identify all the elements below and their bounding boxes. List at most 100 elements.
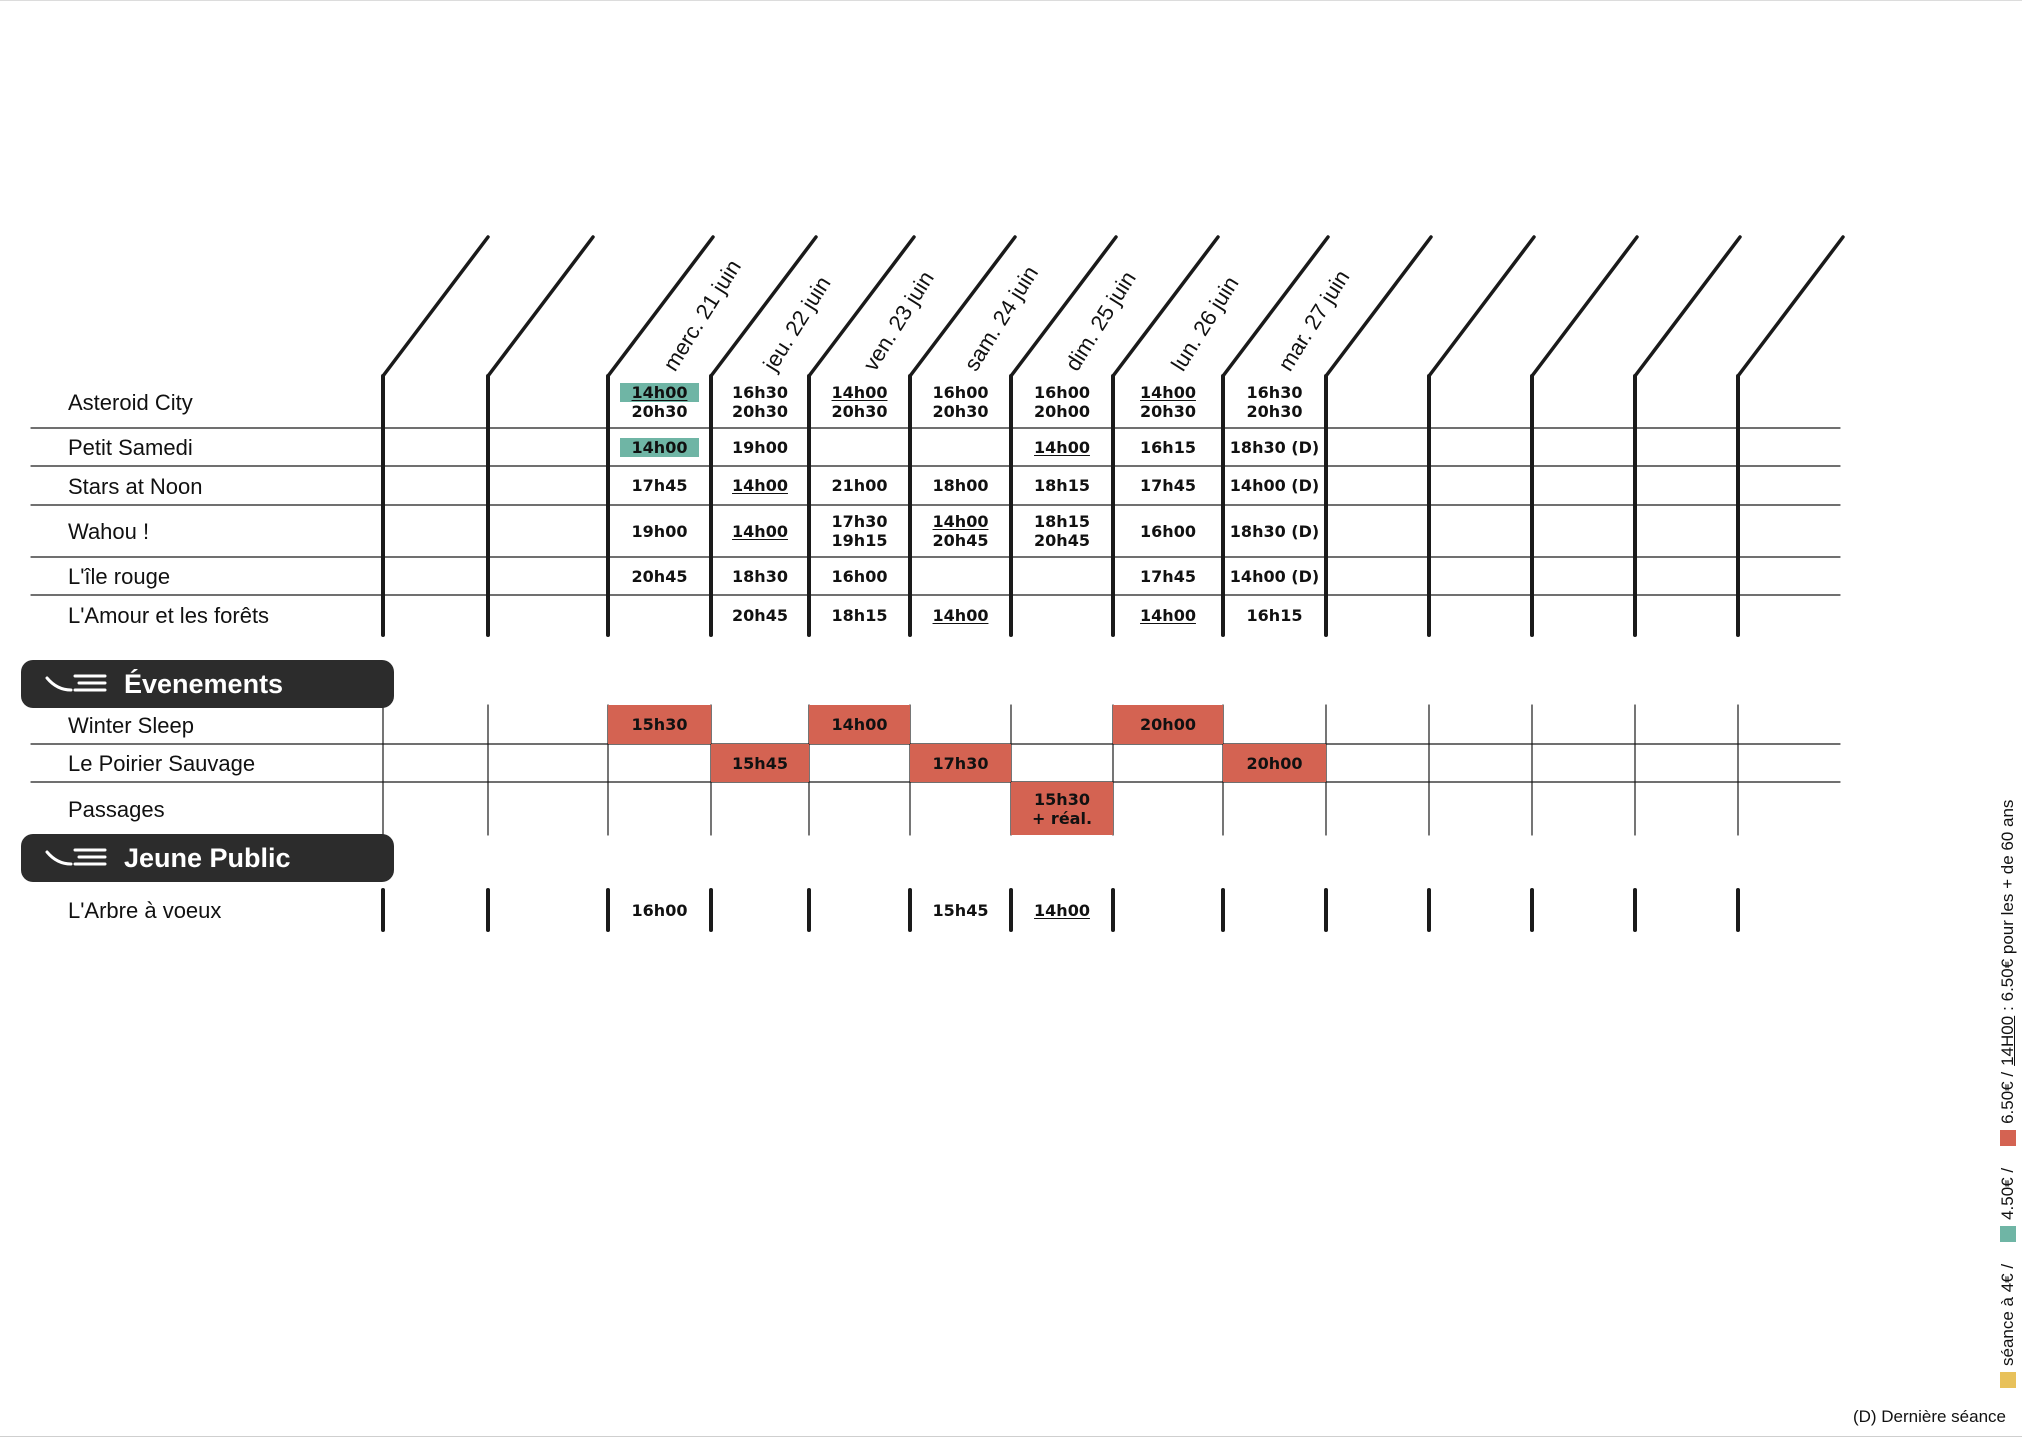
legend-yellow-label: séance à 4€ / (1998, 1263, 2017, 1366)
session-cell: 14h00 (1013, 890, 1111, 930)
session-time: 19h00 (732, 437, 788, 457)
session-time: 19h15 (831, 531, 888, 550)
film-title: L'île rouge (68, 564, 171, 589)
film-title: Le Poirier Sauvage (68, 751, 256, 776)
legend-underline-sample: 14H00 (1998, 1015, 2017, 1066)
section-header-evenements: Évenements (21, 660, 394, 708)
header-slant-line (908, 235, 1017, 378)
film-title: L'Arbre à voeux (68, 898, 222, 923)
session-cell: 18h15 (811, 595, 908, 635)
session-time: 16h00 (932, 383, 989, 402)
session-time: + réal. (1031, 808, 1093, 828)
session-time: 20h45 (732, 605, 788, 625)
session-time: 14h00 (831, 383, 888, 402)
session-time: 15h30 (1034, 789, 1090, 809)
session-cell: 17h45 (1115, 466, 1221, 505)
bottom-rule (0, 1436, 2022, 1437)
header-slant-line (381, 235, 490, 378)
session-cell: 14h00 (912, 595, 1009, 635)
event-session-cell: 20h00 (1223, 744, 1326, 782)
session-cell: 16h00 (811, 557, 908, 595)
header-slant-line (1633, 235, 1742, 378)
film-title: Stars at Noon (68, 473, 203, 499)
session-time: 20h45 (631, 566, 688, 586)
film-title: Wahou ! (68, 519, 150, 544)
session-time: 18h15 (1034, 512, 1090, 531)
session-cell: 18h00 (912, 466, 1009, 505)
session-time: 20h30 (1246, 402, 1303, 421)
session-time: 17h45 (631, 476, 688, 495)
session-cell: 14h00 (610, 428, 709, 466)
session-cell: 20h45 (610, 557, 709, 595)
session-time: 14h00 (D) (1229, 566, 1320, 586)
session-cell: 14h00 (1013, 428, 1111, 466)
session-time: 21h00 (831, 476, 888, 495)
session-cell: 21h00 (811, 466, 908, 505)
session-time: 16h30 (1246, 383, 1303, 402)
teal-swatch (2000, 1225, 2016, 1242)
session-cell: 16h15 (1225, 595, 1324, 635)
session-time: 14h00 (932, 512, 989, 531)
film-title: Asteroid City (68, 390, 193, 415)
header-slant-line (1324, 235, 1433, 378)
event-session-cell: 20h00 (1113, 705, 1223, 744)
event-session-cell: 17h30 (910, 744, 1011, 782)
header-slant-line (1530, 235, 1639, 378)
session-time: 20h30 (1140, 402, 1196, 421)
session-time: 20h30 (932, 402, 989, 421)
session-cell: 14h00 (713, 505, 807, 557)
session-time: 14h00 (619, 437, 700, 457)
section-title: Jeune Public (124, 842, 291, 873)
legend-teal-label: 4.50€ / (1998, 1167, 2017, 1220)
price-legend: séance à 4€ / 4.50€ / 6.50€ / 14H00 : 6.… (1998, 800, 2018, 1388)
session-cell: 14h00 (D) (1225, 466, 1324, 505)
session-cell: 20h45 (713, 595, 807, 635)
header-slant-line (709, 235, 818, 378)
session-time: 14h00 (732, 476, 788, 495)
session-time: 17h30 (932, 753, 989, 773)
session-cell: 17h45 (610, 466, 709, 505)
session-cell: 16h00 (610, 890, 709, 930)
session-time: 16h00 (1034, 383, 1090, 402)
header-slant-line (1427, 235, 1536, 378)
film-title: Winter Sleep (68, 712, 194, 738)
film-title: L'Amour et les forêts (68, 603, 270, 628)
session-time: 14h00 (619, 383, 700, 402)
session-cell: 14h00 (1115, 595, 1221, 635)
session-time: 17h45 (1140, 476, 1196, 495)
film-title: Passages (68, 796, 165, 822)
film-strip-icon (45, 674, 107, 692)
header-slant-line (807, 235, 916, 378)
session-time: 16h00 (1140, 521, 1196, 541)
header-slant-line (606, 235, 715, 378)
film-title: Petit Samedi (68, 435, 193, 460)
header-slant-line (1221, 235, 1330, 378)
session-cell: 18h15 (1013, 466, 1111, 505)
session-cell: 16h00 (1115, 505, 1221, 557)
footnote: (D) Dernière séance (1852, 1407, 2006, 1426)
legend-underline-label: : 6.50€ pour les + de 60 ans (1998, 799, 2017, 1011)
session-time: 18h15 (831, 605, 888, 625)
session-time: 14h00 (1140, 383, 1196, 402)
red-swatch (2000, 1129, 2016, 1146)
session-time: 15h30 (631, 715, 688, 734)
session-time: 20h30 (732, 402, 788, 421)
session-time: 20h30 (631, 402, 688, 421)
session-time: 18h30 (732, 566, 788, 586)
header-slant-line (1009, 235, 1118, 378)
session-cell: 18h30 (713, 557, 807, 595)
session-time: 18h15 (1034, 476, 1090, 495)
session-cell: 14h00 (D) (1225, 557, 1324, 595)
session-cell: 18h30 (D) (1225, 428, 1324, 466)
session-time: 20h45 (1034, 531, 1090, 550)
